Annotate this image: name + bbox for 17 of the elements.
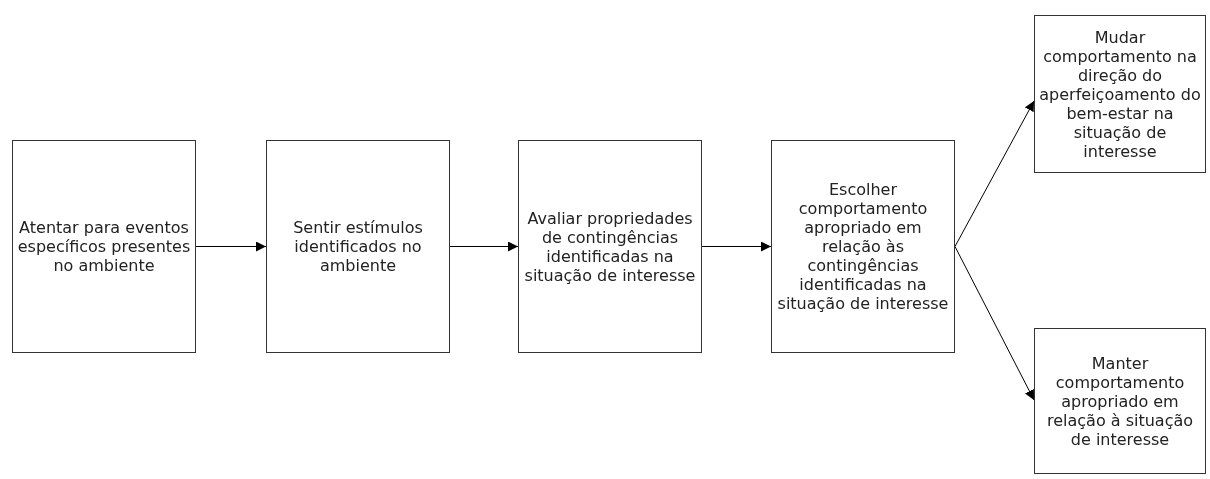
arrow (954, 246, 1035, 401)
process-box (12, 140, 196, 353)
box-text: Atentar para eventos específicos presentes no ambiente (17, 218, 191, 275)
process-box (518, 140, 702, 353)
process-box (1034, 328, 1206, 474)
box-text: Escolher comportamento apropriado em relação às contingências identificadas na situação de interesse (776, 180, 950, 313)
process-box (771, 140, 955, 353)
arrow (701, 241, 772, 252)
box-text: Sentir estímulos identificados no ambiente (292, 218, 424, 275)
arrow (954, 100, 1035, 247)
box-text: Manter comportamento apropriado em relação à situação de interesse (1045, 353, 1195, 449)
arrow (449, 241, 519, 252)
box-text: Mudar comportamento na direção do aperfeiçoamento do bem-estar na situação de interesse (1039, 27, 1201, 161)
process-box (266, 140, 450, 353)
process-box (1034, 15, 1206, 173)
arrow (195, 241, 267, 252)
box-text: Avaliar propriedades de contingências identificadas na situação de interesse (523, 208, 697, 285)
